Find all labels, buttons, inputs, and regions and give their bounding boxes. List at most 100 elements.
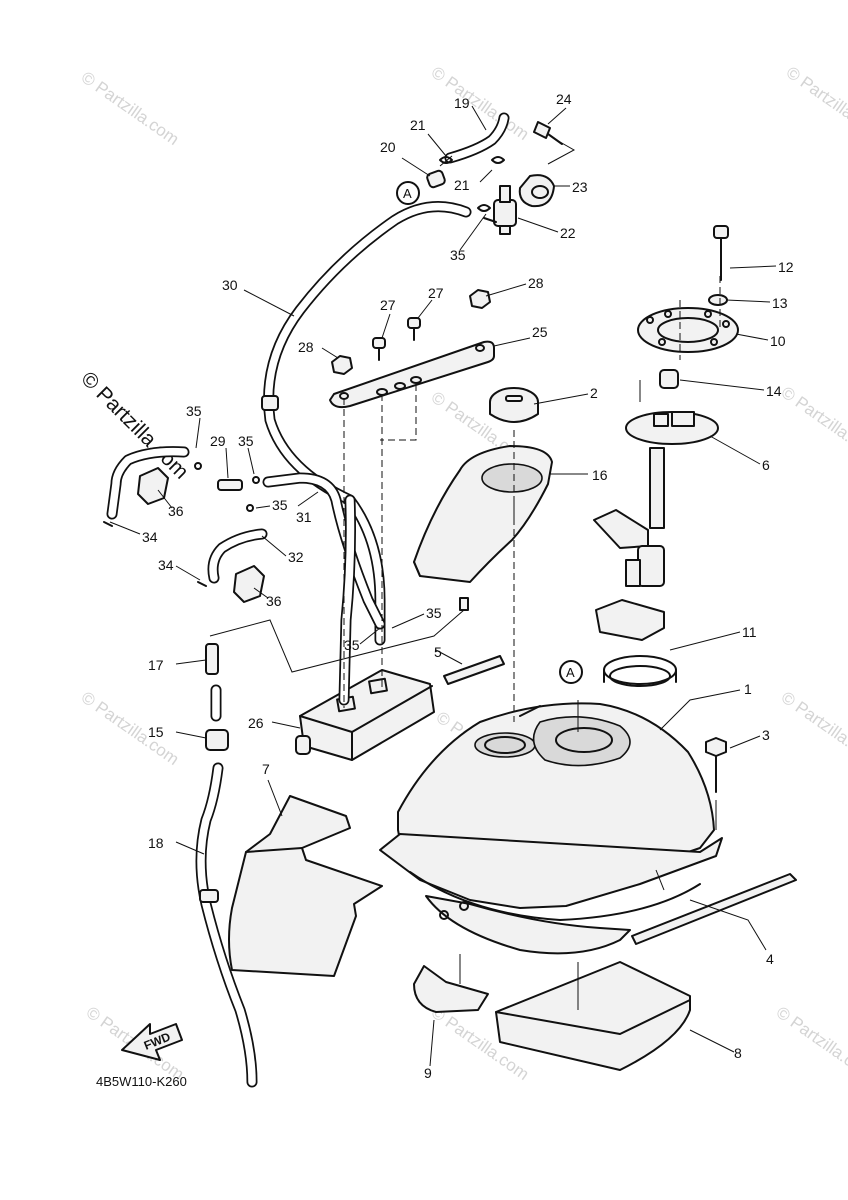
canister-26 (295, 669, 435, 761)
pad-5 (443, 655, 505, 685)
fwd-arrow-icon: FWD (121, 1023, 183, 1061)
hose-cap-20 (426, 169, 446, 189)
nut-28 (469, 289, 491, 309)
callout-23: 23 (572, 179, 588, 195)
fuel-tank-1 (379, 702, 723, 955)
callout-16: 16 (592, 467, 608, 483)
watermark: © Partzilla.com (78, 68, 183, 149)
diagram-code: 4B5W110-K260 (96, 1074, 187, 1089)
fuel-pump-6 (593, 411, 719, 641)
callout-11: 11 (742, 624, 757, 640)
callout-34: 34 (142, 529, 158, 545)
hose-34-end (103, 521, 113, 527)
callout-32: 32 (288, 549, 304, 565)
callout-13: 13 (772, 295, 788, 311)
callout-35: 35 (272, 497, 288, 513)
watermark: © Partzilla.com (783, 63, 848, 144)
callout-21: 21 (454, 177, 470, 193)
bolt-27 (372, 337, 386, 361)
clamp-36 (137, 467, 169, 505)
callout-36: 36 (168, 503, 184, 519)
watermark-strong: © Partzilla.com (76, 367, 192, 483)
callout-25: 25 (532, 324, 548, 340)
bracket-25 (329, 340, 495, 409)
callout-36: 36 (266, 593, 282, 609)
callout-27: 27 (380, 297, 396, 313)
ref-marker-label: A (566, 665, 575, 680)
long-hose-30 (261, 201, 472, 646)
callout-35: 35 (426, 605, 442, 621)
ref-marker-a: A (396, 181, 420, 205)
damper-9 (413, 965, 489, 1013)
callout-2: 2 (590, 385, 598, 401)
fuel-cap-2 (489, 387, 539, 423)
callout-35: 35 (450, 247, 466, 263)
callout-6: 6 (762, 457, 770, 473)
callout-27: 27 (428, 285, 444, 301)
retaining-ring-10 (637, 307, 739, 353)
breather-valve-22 (483, 185, 517, 235)
breather-hose-19 (444, 112, 510, 164)
hose-grommet-15 (205, 729, 229, 751)
gasket-ring-11 (603, 655, 677, 687)
hose-31 (262, 472, 386, 630)
callout-3: 3 (762, 727, 770, 743)
watermark: © Partzilla.com (778, 688, 848, 769)
callout-28: 28 (298, 339, 314, 355)
callout-10: 10 (770, 333, 786, 349)
connector-14 (659, 369, 679, 389)
connection-lines (209, 141, 717, 1010)
drain-hose-18 (195, 762, 258, 1088)
watermark: © Partzilla.com (428, 63, 533, 144)
callout-14: 14 (766, 383, 782, 399)
hose-clip-35 (252, 476, 260, 484)
callout-15: 15 (148, 724, 164, 740)
washer-13 (708, 294, 728, 306)
callout-20: 20 (380, 139, 396, 155)
callout-28: 28 (528, 275, 544, 291)
callout-26: 26 (248, 715, 264, 731)
bolt-3 (705, 737, 727, 793)
callout-35: 35 (186, 403, 202, 419)
callout-1: 1 (744, 681, 752, 697)
hose-clip-35 (246, 504, 254, 512)
hose-32 (207, 528, 268, 584)
protector-sheet-7 (228, 795, 383, 977)
callout-12: 12 (778, 259, 794, 275)
vent-hose-17 (205, 643, 219, 675)
hose-34-end (197, 581, 207, 587)
hose-clip-21 (491, 156, 505, 164)
callout-24: 24 (556, 91, 572, 107)
leader-lines (109, 105, 777, 1067)
watermark: © Partzilla.com (773, 1003, 848, 1084)
tank-cover-16 (413, 445, 553, 611)
hose-34-upper (106, 446, 190, 520)
callout-18: 18 (148, 835, 164, 851)
callout-8: 8 (734, 1045, 742, 1061)
alignment-lines (343, 276, 721, 722)
callout-30: 30 (222, 277, 238, 293)
bolt-27 (407, 317, 421, 341)
callout-5: 5 (434, 644, 442, 660)
hose-clip-35 (194, 462, 202, 470)
callout-22: 22 (560, 225, 576, 241)
callout-21: 21 (410, 117, 426, 133)
callout-35: 35 (344, 637, 360, 653)
callout-34: 34 (158, 557, 174, 573)
callout-9: 9 (424, 1065, 432, 1081)
callout-4: 4 (766, 951, 774, 967)
damper-block-8 (495, 961, 691, 1071)
hose-clip-35 (477, 204, 491, 212)
nut-28 (331, 355, 353, 375)
callout-17: 17 (148, 657, 164, 673)
canister-hose-inner (340, 496, 355, 704)
screw-24 (533, 121, 563, 145)
bolt-12 (713, 225, 729, 281)
watermark: © Partzilla.com (78, 688, 183, 769)
joint-29 (217, 479, 243, 491)
damper-strip-4 (631, 873, 797, 945)
holder-clamp-23 (518, 174, 555, 208)
clamp-36 (233, 565, 265, 603)
